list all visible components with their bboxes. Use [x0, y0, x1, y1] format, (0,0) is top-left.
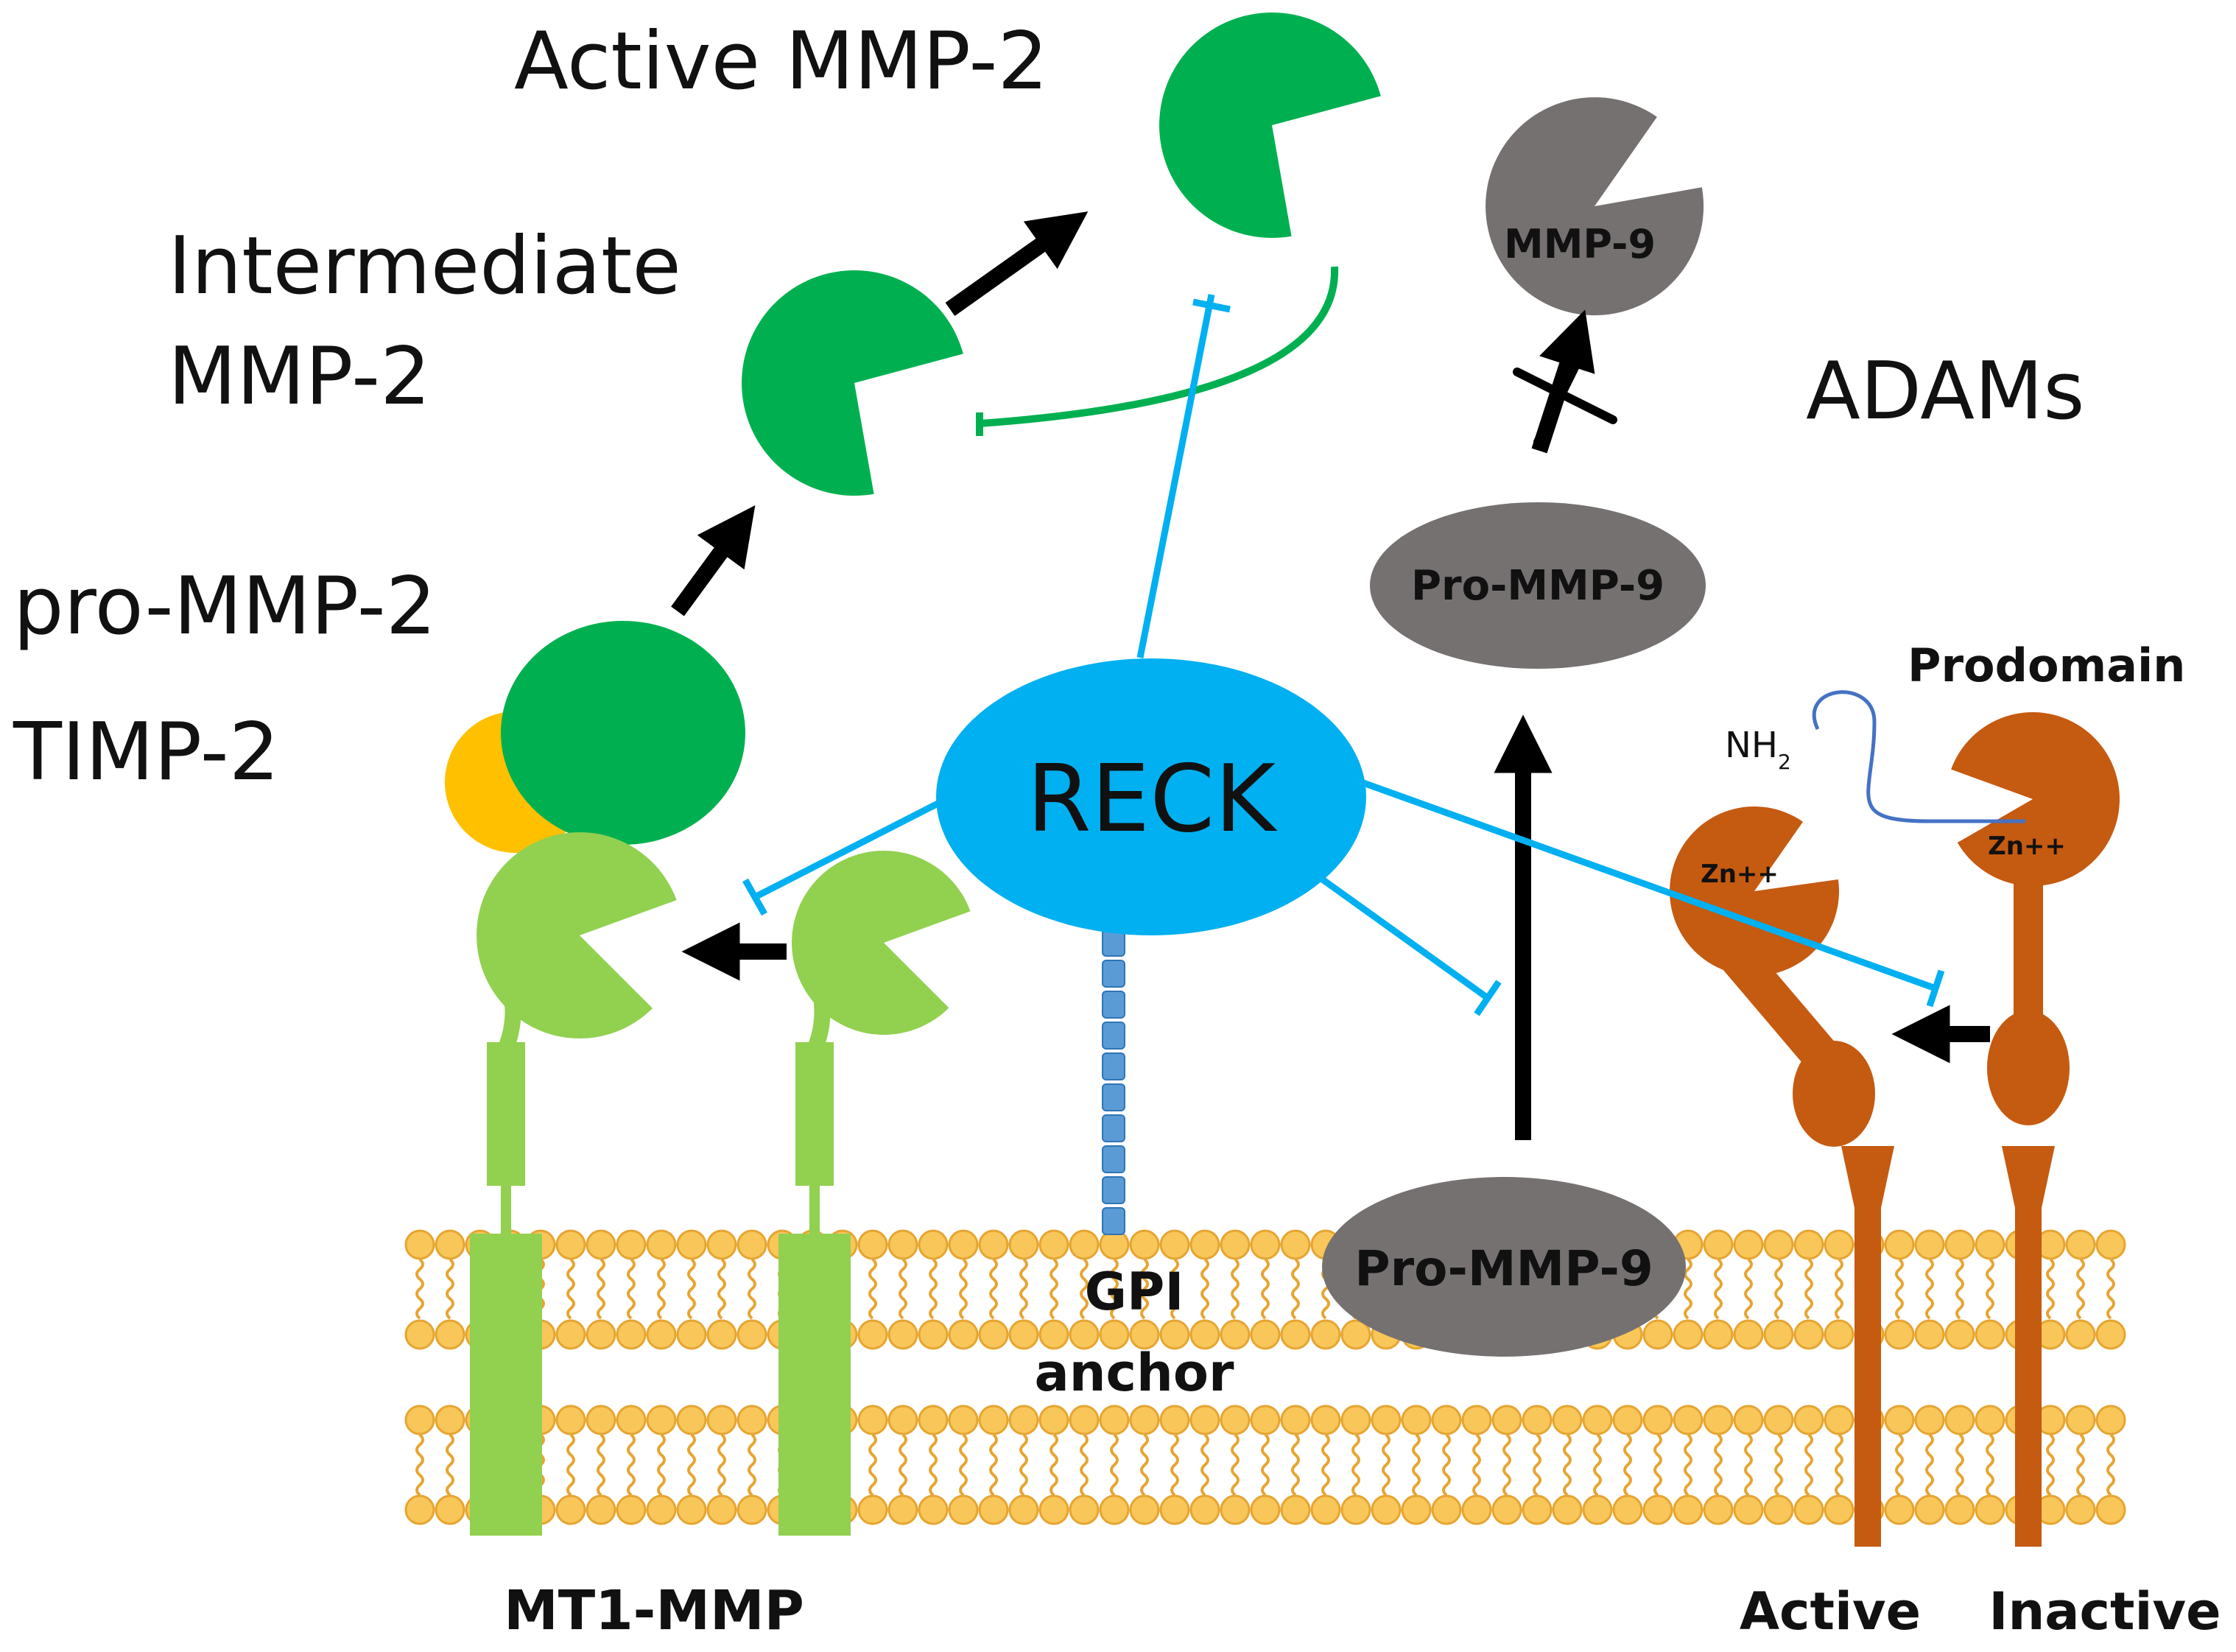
autocatalysis-arc: [979, 266, 1339, 427]
reck-inhibit-mt1mmp-bar: [742, 878, 767, 916]
reck-ellipse: [936, 658, 1366, 935]
blocked-cross: [1513, 360, 1617, 446]
reck-inhibit-adam-line: [1335, 770, 1937, 992]
label-nh2: NH2: [1725, 725, 1791, 774]
pro-mmp2-circle: [501, 621, 745, 845]
label-mmp9: MMP-9: [1504, 221, 1656, 267]
active-mmp2-shape: [1159, 13, 1381, 239]
mt1-mmp-right-stalk: [809, 1178, 820, 1237]
adam-active: [1675, 887, 1894, 1547]
adam-inactive-cys-domain: [1987, 1010, 2070, 1125]
arrow-pro-to-intermediate-mmp2: [671, 505, 756, 616]
label-gpi-line2: anchor: [1034, 1343, 1234, 1403]
label-adam-inactive: Inactive: [1989, 1581, 2221, 1642]
mt1-mmp-right-tm: [778, 1234, 851, 1536]
mt1-mmp-left-stalk: [501, 1178, 511, 1237]
arrow-intermediate-to-active-mmp2: [945, 211, 1089, 316]
label-intermediate-mmp2-line2: MMP-2: [168, 331, 431, 423]
mt1-mmp-right-hinge: [795, 1042, 834, 1186]
mt1-mmp-left-tm: [470, 1234, 542, 1536]
label-intermediate-mmp2-line1: Intermediate: [168, 220, 681, 312]
adam-active-tm: [1854, 1193, 1881, 1547]
reck-inhibit-mmp2-bar: [1192, 298, 1231, 313]
pro-mmp9-upper-ellipse: [1370, 502, 1706, 669]
adam-inactive-collar: [2002, 1146, 2055, 1208]
label-zn-inactive: Zn++: [1988, 832, 2066, 861]
label-pro-mmp9-membrane: Pro-MMP-9: [1354, 1240, 1653, 1297]
label-timp2: TIMP-2: [13, 706, 279, 798]
label-gpi-line1: GPI: [1085, 1262, 1184, 1322]
label-pro-mmp2: pro-MMP-2: [13, 560, 436, 653]
reck-inhibit-adam-bar: [1926, 969, 1945, 1008]
label-mt1-mmp: MT1-MMP: [504, 1579, 804, 1642]
adam-active-collar: [1841, 1146, 1894, 1208]
adam-active-head: [1670, 806, 1840, 976]
mt1-mmp-right-head: [792, 850, 971, 1035]
adam-inactive-head: [1951, 711, 2120, 886]
adam-inactive-tm: [2015, 1193, 2042, 1547]
reck-inhibit-mt1mmp-line: [753, 795, 949, 901]
mt1-mmp-right: [778, 973, 851, 1536]
reck-inhibit-mmp2-line: [1136, 294, 1215, 658]
label-active-mmp2: Active MMP-2: [514, 15, 1048, 108]
label-adams: ADAMs: [1806, 345, 2084, 437]
label-zn-active: Zn++: [1701, 860, 1779, 889]
reck-inhibit-pro-mmp9-line: [1316, 874, 1490, 1001]
mt1-mmp-left-hinge: [487, 1042, 525, 1186]
reck-inhibit-pro-mmp9-bar: [1474, 980, 1502, 1016]
pro-mmp9-membrane-ellipse: [1322, 1177, 1686, 1357]
label-pro-mmp9-upper: Pro-MMP-9: [1411, 562, 1664, 610]
gpi-anchor-chain: [1102, 929, 1125, 1235]
label-prodomain: Prodomain: [1908, 639, 2185, 692]
label-reck: RECK: [1027, 745, 1278, 853]
mmp9-shape: [1486, 97, 1704, 316]
mt1-mmp-left: [470, 973, 542, 1536]
intermediate-mmp2-shape: [742, 270, 963, 496]
prodomain-line: [1812, 690, 2025, 823]
label-adam-active: Active: [1740, 1581, 1921, 1642]
mt1-mmp-left-head: [477, 832, 677, 1038]
adam-inactive: [1987, 847, 2070, 1547]
